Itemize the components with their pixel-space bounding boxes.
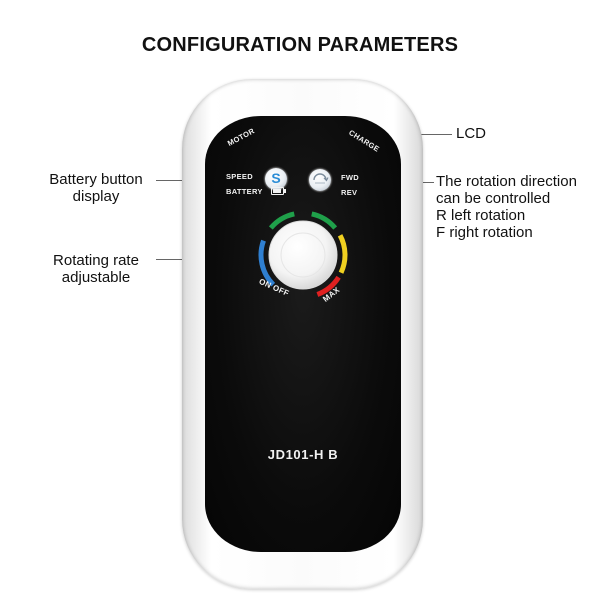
direction-callout-line4: F right rotation [436, 224, 533, 241]
page-title: CONFIGURATION PARAMETERS [141, 34, 459, 56]
battery-callout: Battery button display [36, 171, 156, 205]
battery-callout-line1: Battery button [49, 171, 143, 188]
direction-callout: The rotation direction can be controlled… [436, 173, 577, 241]
battery-callout-line2: display [72, 188, 120, 205]
rate-callout-line2: adjustable [61, 269, 131, 286]
rate-callout: Rotating rate adjustable [36, 252, 156, 286]
direction-callout-line2: can be controlled [436, 190, 551, 207]
rev-label: REV [341, 188, 358, 197]
fwd-label: FWD [341, 173, 359, 182]
speed-label: SPEED [226, 172, 253, 181]
battery-label: BATTERY [226, 187, 263, 196]
battery-icon [271, 187, 286, 195]
model-number: JD101-H B [267, 447, 339, 462]
speed-battery-button[interactable]: S [265, 168, 287, 190]
direction-toggle-icon [313, 173, 329, 184]
direction-callout-line3: R left rotation [436, 207, 526, 224]
lcd-callout: LCD [456, 125, 486, 142]
direction-callout-line1: The rotation direction [436, 173, 577, 190]
controller-panel [205, 116, 401, 552]
speed-s-icon: S [271, 170, 281, 186]
lcd-label: LCD [456, 125, 487, 142]
rate-callout-line1: Rotating rate [53, 252, 139, 269]
direction-button[interactable] [309, 169, 331, 191]
